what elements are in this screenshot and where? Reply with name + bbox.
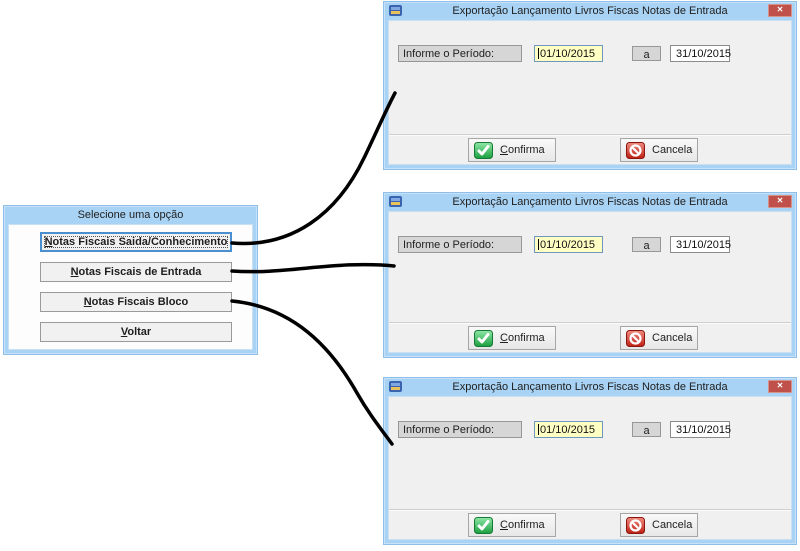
confirm-button[interactable]: Confirma <box>468 326 556 350</box>
confirm-mnemonic: C <box>500 332 508 344</box>
date-from-value: 01/10/2015 <box>540 424 596 436</box>
date-to-input[interactable]: 31/10/2015 <box>670 45 732 62</box>
confirm-label: onfirma <box>507 519 545 531</box>
button-voltar[interactable]: Voltar <box>40 322 232 342</box>
export-dialog-1: Exportação Lançamento Livros Fiscas Nota… <box>383 1 797 170</box>
export-dialog-titlebar[interactable]: Exportação Lançamento Livros Fiscas Nota… <box>384 378 796 395</box>
export-dialog-body: Informe o Período: 01/10/2015 a 31/10/20… <box>388 20 792 165</box>
confirm-label: onfirma <box>507 144 545 156</box>
button-row: Confirma Cancela <box>389 509 791 539</box>
cancel-button[interactable]: Cancela <box>620 326 698 350</box>
option-dialog-title: Selecione uma opção <box>77 208 184 221</box>
confirm-mnemonic: C <box>500 144 508 156</box>
button-row: Confirma Cancela <box>389 134 791 164</box>
range-separator-label: a <box>632 422 661 437</box>
cancel-label: Cancela <box>652 332 693 344</box>
date-to-value: 31/10/2015 <box>676 239 732 251</box>
date-from-input[interactable]: 01/10/2015 <box>534 45 603 62</box>
date-to-value: 31/10/2015 <box>676 424 732 436</box>
date-from-input[interactable]: 01/10/2015 <box>534 236 603 253</box>
export-dialog-titlebar[interactable]: Exportação Lançamento Livros Fiscas Nota… <box>384 2 796 19</box>
checkmark-icon <box>474 141 493 159</box>
period-label: Informe o Período: <box>398 421 522 438</box>
confirm-button[interactable]: Confirma <box>468 513 556 537</box>
export-dialog-body: Informe o Período: 01/10/2015 a 31/10/20… <box>388 396 792 540</box>
no-entry-icon <box>626 516 645 534</box>
checkmark-icon <box>474 516 493 534</box>
button-notas-fiscais-bloco[interactable]: Notas Fiscais Bloco <box>40 292 232 312</box>
close-icon[interactable]: ✕ <box>768 195 792 208</box>
date-from-value: 01/10/2015 <box>540 239 596 251</box>
text-caret <box>538 424 539 435</box>
button-label: otas Fiscais Bloco <box>91 296 189 308</box>
range-separator-label: a <box>632 237 661 252</box>
export-dialog-title: Exportação Lançamento Livros Fiscas Nota… <box>452 195 728 208</box>
button-notas-fiscais-saida-conhecimento[interactable]: Notas Fiscais Saida/Conhecimento <box>40 232 232 252</box>
button-notas-fiscais-de-entrada[interactable]: Notas Fiscais de Entrada <box>40 262 232 282</box>
checkmark-icon <box>474 329 493 347</box>
text-caret <box>538 48 539 59</box>
button-label: otas Fiscais Saida/Conhecimento <box>52 236 228 248</box>
date-to-input[interactable]: 31/10/2015 <box>670 236 732 253</box>
close-icon[interactable]: ✕ <box>768 380 792 393</box>
no-entry-icon <box>626 329 645 347</box>
date-from-value: 01/10/2015 <box>540 48 596 60</box>
option-dialog: Selecione uma opção Notas Fiscais Saida/… <box>3 205 258 355</box>
export-dialog-titlebar[interactable]: Exportação Lançamento Livros Fiscas Nota… <box>384 193 796 210</box>
date-to-value: 31/10/2015 <box>676 48 732 60</box>
option-dialog-titlebar[interactable]: Selecione uma opção <box>4 206 257 223</box>
cancel-label: Cancela <box>652 519 693 531</box>
export-dialog-body: Informe o Período: 01/10/2015 a 31/10/20… <box>388 211 792 353</box>
app-icon <box>389 381 402 392</box>
app-icon <box>389 196 402 207</box>
close-icon[interactable]: ✕ <box>768 4 792 17</box>
confirm-label: onfirma <box>507 332 545 344</box>
button-mnemonic: V <box>120 326 128 338</box>
export-dialog-title: Exportação Lançamento Livros Fiscas Nota… <box>452 380 728 393</box>
button-label: oltar <box>127 326 152 338</box>
button-mnemonic: N <box>70 266 79 278</box>
option-dialog-body: Notas Fiscais Saida/Conhecimento Notas F… <box>8 224 253 350</box>
cancel-button[interactable]: Cancela <box>620 138 698 162</box>
text-caret <box>538 239 539 250</box>
date-from-input[interactable]: 01/10/2015 <box>534 421 603 438</box>
app-icon <box>389 5 402 16</box>
cancel-button[interactable]: Cancela <box>620 513 698 537</box>
export-dialog-title: Exportação Lançamento Livros Fiscas Nota… <box>452 4 728 17</box>
button-label: otas Fiscais de Entrada <box>78 266 202 278</box>
cancel-label: Cancela <box>652 144 693 156</box>
period-label: Informe o Período: <box>398 45 522 62</box>
button-row: Confirma Cancela <box>389 322 791 352</box>
export-dialog-2: Exportação Lançamento Livros Fiscas Nota… <box>383 192 797 358</box>
button-mnemonic: N <box>83 296 92 308</box>
confirm-mnemonic: C <box>500 519 508 531</box>
confirm-button[interactable]: Confirma <box>468 138 556 162</box>
range-separator-label: a <box>632 46 661 61</box>
no-entry-icon <box>626 141 645 159</box>
date-to-input[interactable]: 31/10/2015 <box>670 421 732 438</box>
button-mnemonic: N <box>44 236 53 248</box>
export-dialog-3: Exportação Lançamento Livros Fiscas Nota… <box>383 377 797 545</box>
period-label: Informe o Período: <box>398 236 522 253</box>
